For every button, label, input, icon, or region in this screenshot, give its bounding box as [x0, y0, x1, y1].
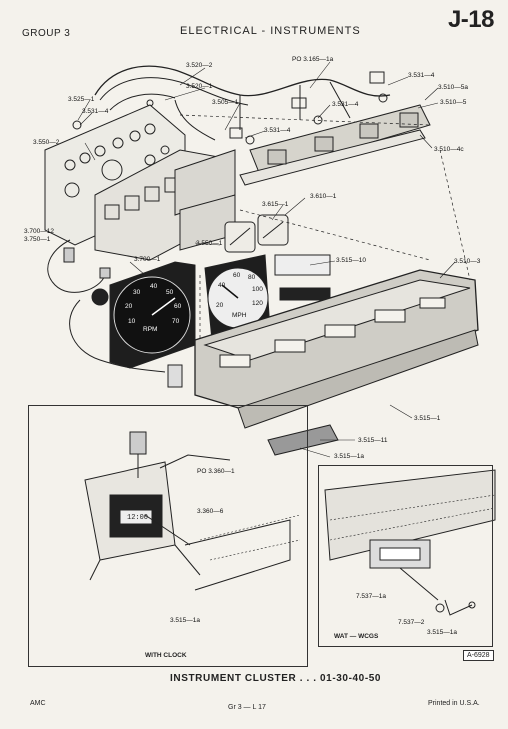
reference-code: A-6928	[463, 650, 494, 661]
callout-3520-2: 3.520—2	[186, 62, 213, 69]
wat-inset-caption: WAT — WCGS	[334, 633, 379, 640]
callout-7537-1a: 7.537—1a	[356, 593, 386, 600]
callout-3531-4a: 3.531—4	[408, 72, 435, 79]
wat-inset	[318, 465, 493, 647]
callout-3700-12: 3.700—12	[24, 228, 54, 235]
callout-3515-1: 3.515—1	[414, 415, 441, 422]
tach-tick-40: 40	[150, 283, 158, 290]
callout-3525-1: 3.525—1	[68, 96, 95, 103]
callout-3615-1: 3.615—1	[262, 201, 289, 208]
footer-right: Printed in U.S.A.	[428, 700, 480, 707]
callout-3510-4c: 3.510—4c	[434, 146, 464, 153]
callout-3510-3: 3.510—3	[454, 258, 481, 265]
callout-7537-2: 7.537—2	[398, 619, 425, 626]
diagram-title: INSTRUMENT CLUSTER . . . 01-30-40-50	[170, 673, 382, 684]
speedo-tick-80: 80	[248, 274, 256, 281]
callout-3550-1: 3.550—1	[196, 240, 223, 247]
tach-tick-70: 70	[172, 318, 180, 325]
callout-3515-10: 3.515—10	[336, 257, 366, 264]
callout-3700-1: 3.700—1	[134, 256, 161, 263]
callout-3510-5a: 3.510—5a	[438, 84, 468, 91]
callout-3515-1a-wat: 3.515—1a	[427, 629, 457, 636]
callout-3531-4d: 3.531—4	[264, 127, 291, 134]
speedo-tick-60: 60	[233, 272, 241, 279]
section-title: ELECTRICAL - INSTRUMENTS	[180, 25, 361, 37]
callout-3531-4b: 3.531—4	[82, 108, 109, 115]
tach-tick-50: 50	[166, 289, 174, 296]
speedo-tick-20: 20	[216, 302, 224, 309]
callout-3520-1: 3.520—1	[186, 83, 213, 90]
tach-rpm-label: RPM	[143, 326, 158, 333]
clock-inset-caption: WITH CLOCK	[145, 652, 187, 659]
clock-inset	[28, 405, 308, 667]
footer-center: Gr 3 — L 17	[228, 704, 266, 711]
tach-tick-10: 10	[128, 318, 136, 325]
callout-3505-1: 3.505—1	[212, 99, 239, 106]
clock-display: 12:00	[127, 514, 149, 522]
callout-3510-5: 3.510—5	[440, 99, 467, 106]
callout-3750-1: 3.750—1	[24, 236, 51, 243]
callout-3515-1a: 3.515—1a	[334, 453, 364, 460]
speedo-mph-label: MPH	[232, 312, 247, 319]
callout-3550-2: 3.550—2	[33, 139, 60, 146]
group-label: GROUP 3	[22, 28, 71, 39]
callout-po-3360-1: PO 3.360—1	[197, 468, 235, 475]
page-id: J-18	[447, 6, 495, 33]
callout-3515-11: 3.515—11	[358, 437, 388, 444]
callout-po-3165: PO 3.165—1a	[292, 56, 334, 63]
tach-tick-20: 20	[125, 303, 133, 310]
footer-left: AMC	[30, 700, 46, 707]
callout-3531-4c: 3.531—4	[332, 101, 359, 108]
callout-3515-1a-clock: 3.515—1a	[170, 617, 200, 624]
speedo-tick-100: 100	[252, 286, 263, 293]
callout-3610-1: 3.610—1	[310, 193, 337, 200]
speedo-tick-40: 40	[218, 282, 226, 289]
tach-tick-30: 30	[133, 289, 141, 296]
tach-tick-60: 60	[174, 303, 182, 310]
speedo-tick-120: 120	[252, 300, 263, 307]
callout-3360-6: 3.360—6	[197, 508, 224, 515]
